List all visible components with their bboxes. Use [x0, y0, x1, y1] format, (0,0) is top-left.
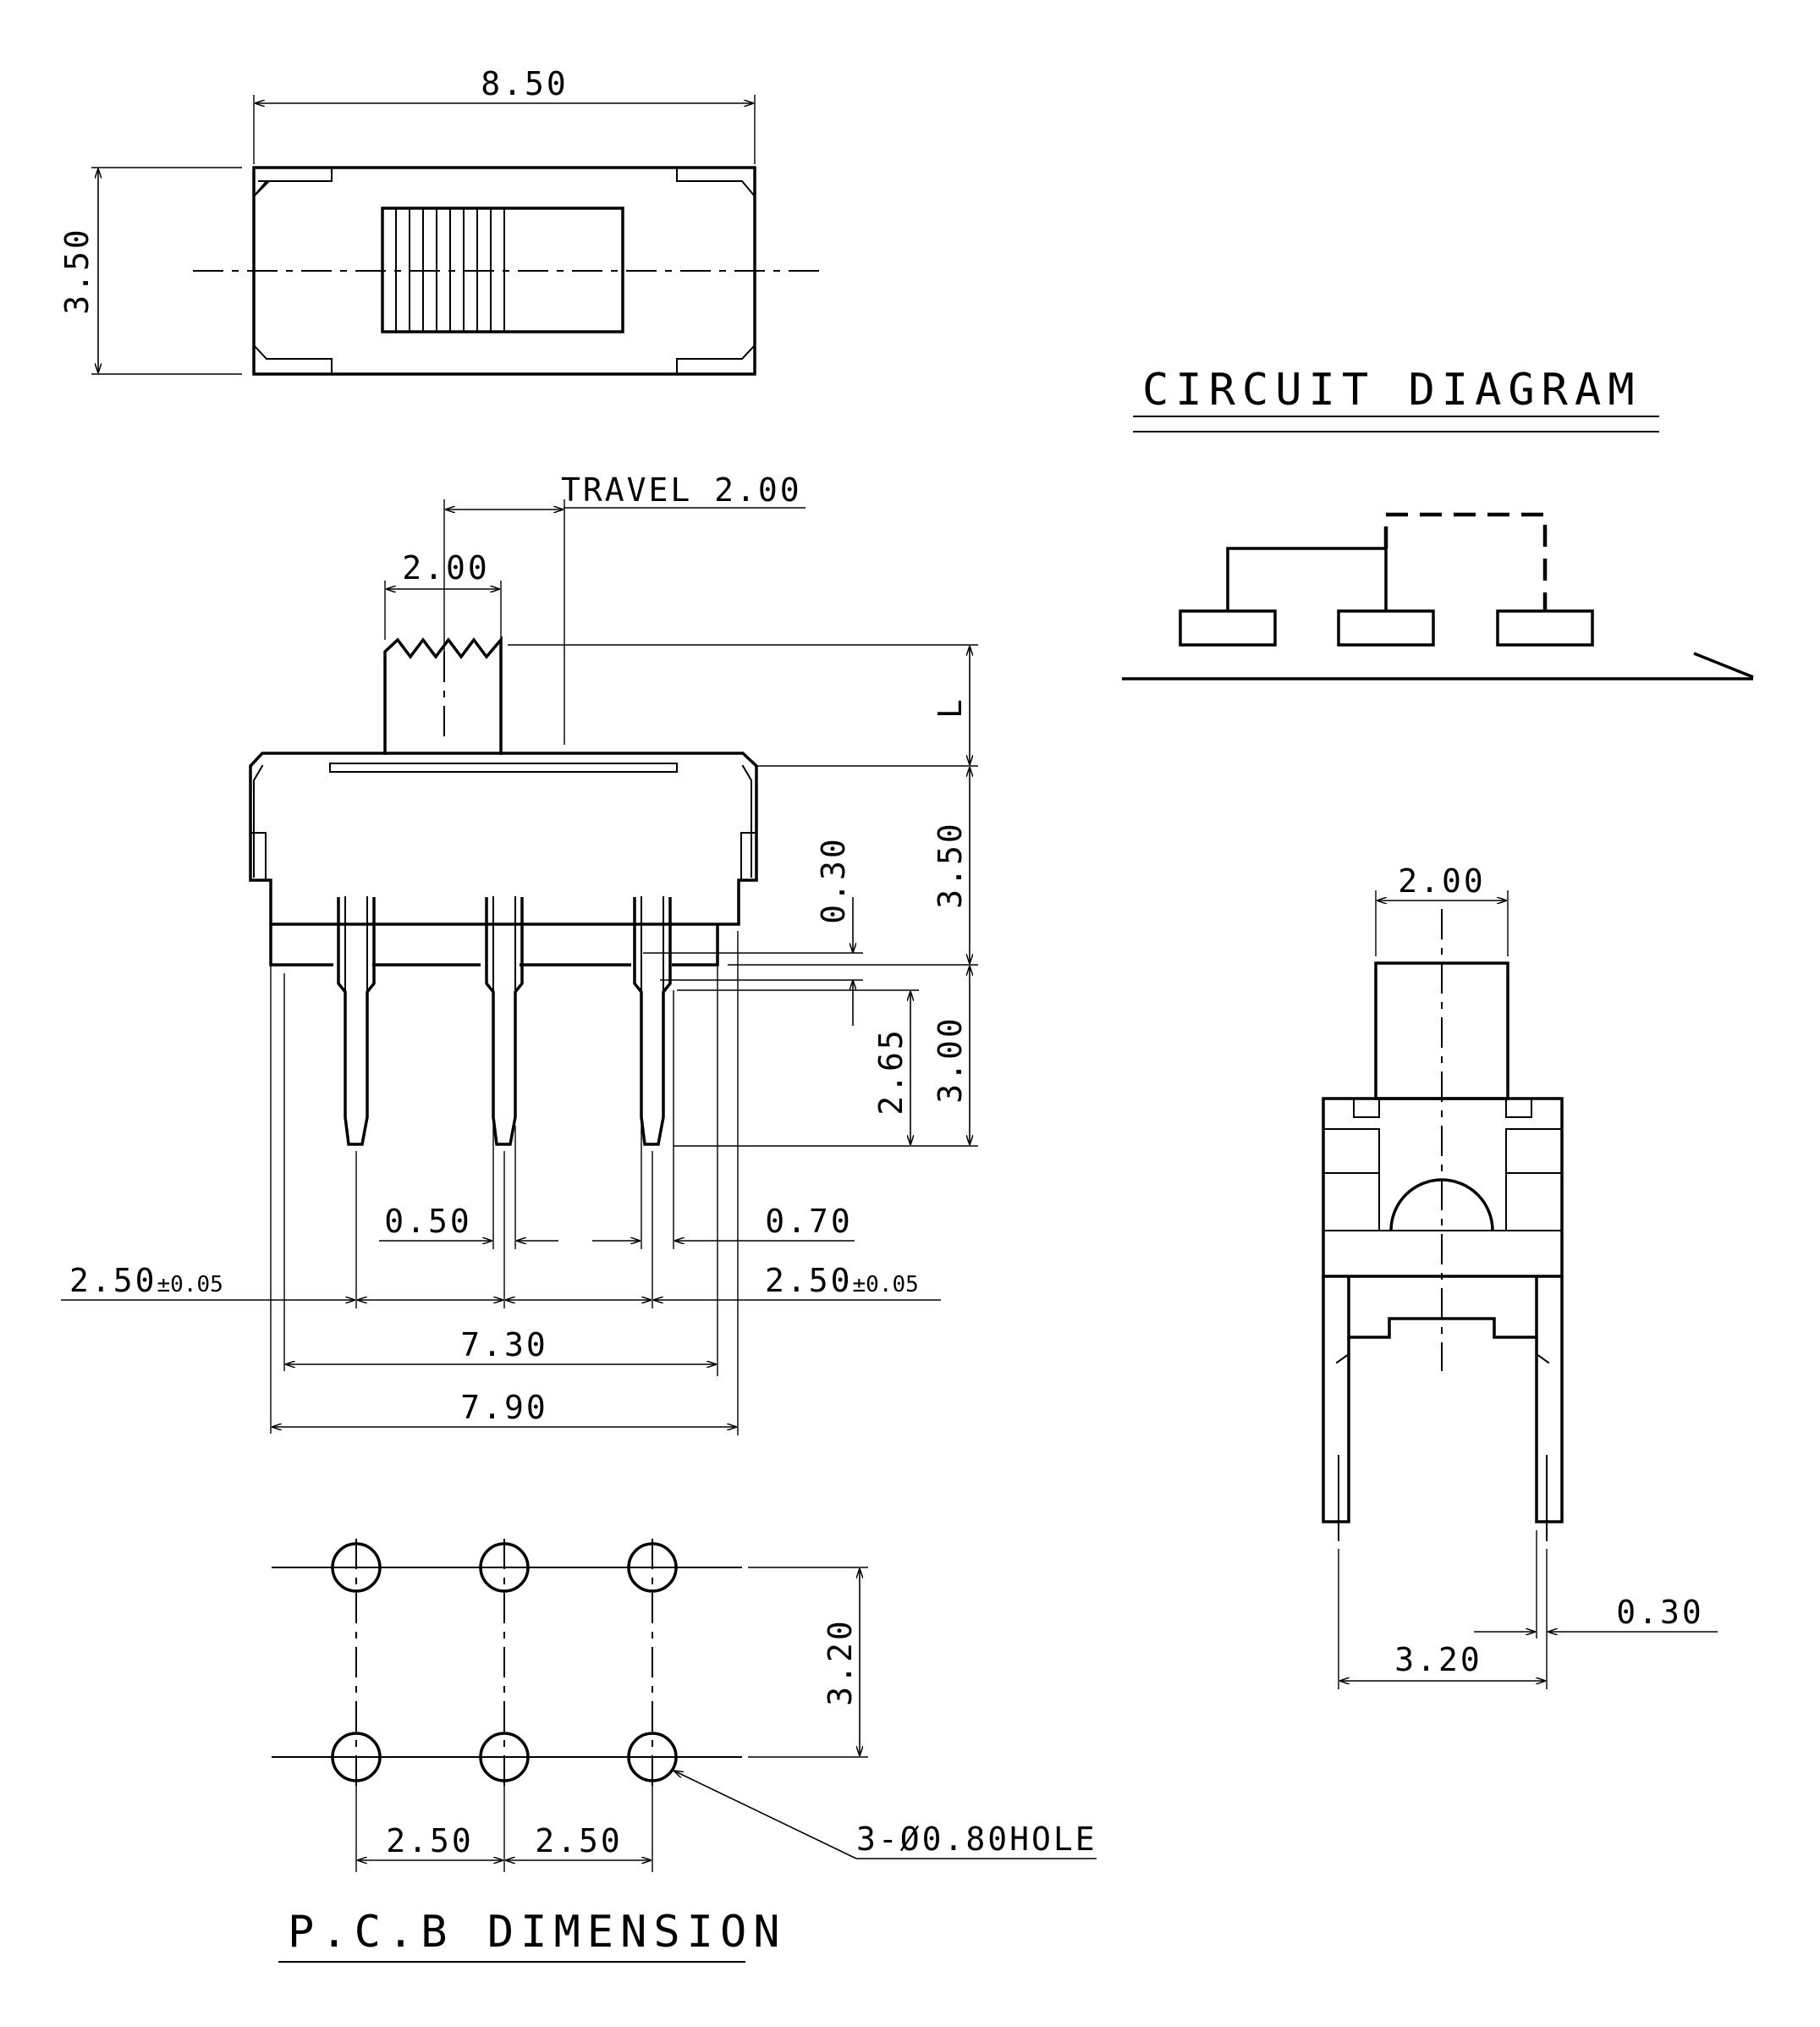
body-height-label: 3.50 — [932, 821, 969, 909]
outer-width-label: 7.90 — [460, 1389, 548, 1426]
actuator-height-label: L — [932, 697, 969, 719]
pin-length-label: 3.00 — [932, 1016, 969, 1104]
pcb-row-spacing-label: 3.20 — [822, 1618, 859, 1706]
inner-width-label: 7.30 — [460, 1326, 548, 1363]
left-pitch-label: 2.50±0.05 — [69, 1262, 223, 1299]
travel-label: TRAVEL 2.00 — [561, 471, 802, 509]
top-height-label: 3.50 — [58, 227, 96, 315]
pcb-pitch-left-label: 2.50 — [386, 1822, 474, 1859]
pcb-title: P.C.B DIMENSION — [288, 1907, 787, 1958]
circuit-diagram: CIRCUIT DIAGRAM — [1122, 365, 1754, 680]
top-view: 8.50 3.50 — [58, 65, 819, 376]
top-width-label: 8.50 — [481, 65, 569, 102]
front-view: TRAVEL 2.00 2.00 L 3.50 0.30 3.00 2.65 — [61, 471, 978, 1435]
side-view: 2.00 3.20 0.30 — [1322, 862, 1718, 1689]
circuit-title: CIRCUIT DIAGRAM — [1142, 365, 1641, 416]
pcb-dimension-view: 3.20 2.50 2.50 3-Ø0.80HOLE P.C.B DIMENSI… — [272, 1539, 1097, 1963]
side-actuator-width-label: 2.00 — [1398, 862, 1486, 900]
right-pitch-label: 2.50±0.05 — [765, 1262, 919, 1299]
pin-offset-label: 0.70 — [765, 1203, 853, 1240]
actuator-width-label: 2.00 — [402, 549, 490, 587]
pin-tip-label: 2.65 — [872, 1027, 910, 1115]
side-pin-spacing-label: 3.20 — [1394, 1641, 1482, 1678]
hole-callout-label: 3-Ø0.80HOLE — [856, 1820, 1097, 1858]
gap-label: 0.30 — [815, 836, 852, 924]
pcb-pitch-right-label: 2.50 — [535, 1822, 623, 1859]
pin-width-label: 0.50 — [384, 1203, 472, 1240]
side-pin-thickness-label: 0.30 — [1616, 1594, 1704, 1631]
